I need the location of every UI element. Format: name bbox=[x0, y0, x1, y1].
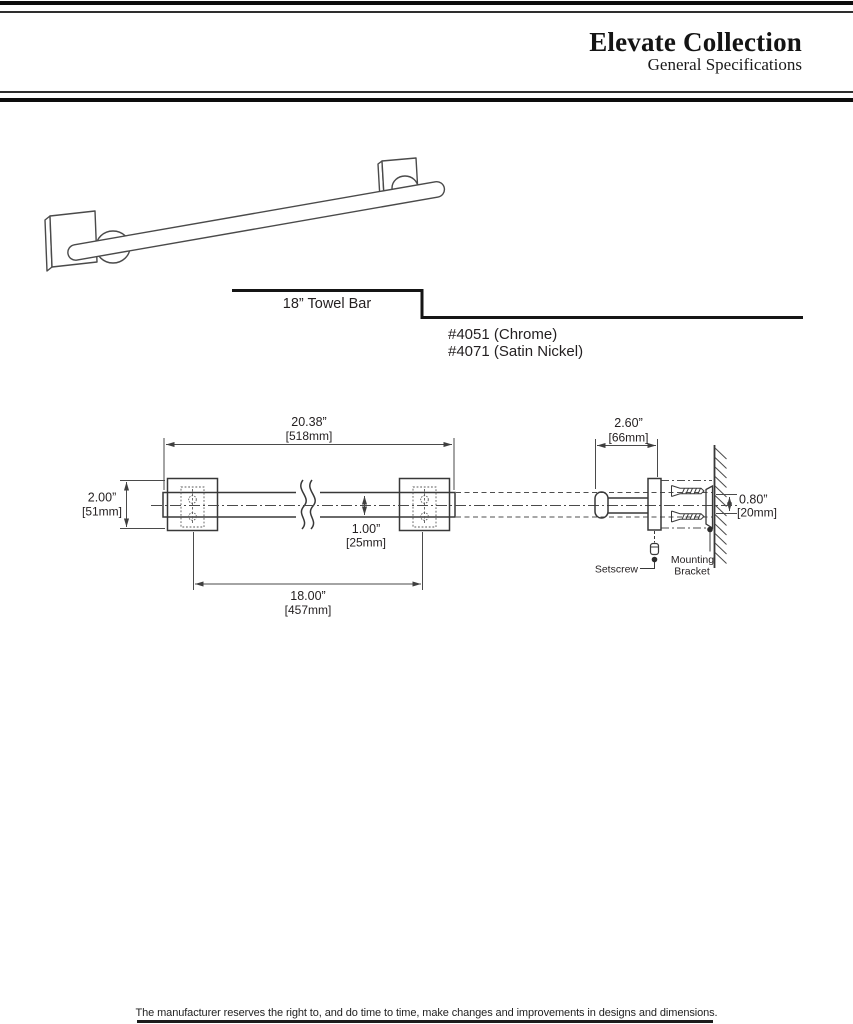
product-illustration bbox=[44, 157, 446, 272]
left-plate-front bbox=[166, 477, 219, 532]
dim-mount-centers-mm: [457mm] bbox=[285, 603, 332, 617]
hidden-bracket-detail bbox=[180, 486, 437, 528]
mounting-bracket-label-line2: Bracket bbox=[674, 566, 710, 578]
mounting-screw bbox=[671, 485, 705, 497]
model-number-chrome: #4051 (Chrome) bbox=[448, 326, 558, 343]
collection-title: Elevate Collection bbox=[589, 27, 802, 57]
dim-overall-length-in: 20.38” bbox=[291, 415, 326, 429]
dim-mount-centers-in: 18.00” bbox=[290, 589, 325, 603]
dim-projection-mm: [66mm] bbox=[608, 431, 648, 445]
product-name: 18” Towel Bar bbox=[282, 296, 372, 312]
mounting-bracket-callout bbox=[707, 526, 713, 552]
collection-subtitle: General Specifications bbox=[647, 55, 802, 74]
mounting-bracket-shape bbox=[705, 484, 714, 530]
mounting-bracket-label-line1: Mounting bbox=[671, 554, 714, 566]
section-divider bbox=[232, 289, 803, 319]
mounting-screw bbox=[671, 510, 705, 523]
phantom-lines bbox=[456, 480, 712, 529]
dim-bracket-height-mm: [20mm] bbox=[737, 506, 777, 520]
wall-hatching bbox=[714, 447, 727, 564]
header-rule-top-thin bbox=[0, 11, 853, 13]
header-rule-top-thick bbox=[0, 1, 853, 5]
model-number-satin-nickel: #4071 (Satin Nickel) bbox=[448, 343, 584, 360]
disclaimer-text: The manufacturer reserves the right to, … bbox=[135, 1007, 718, 1019]
dim-bar-diameter-in: 1.00” bbox=[352, 522, 381, 536]
header-rule-bottom-thin bbox=[0, 91, 853, 93]
flange-side bbox=[647, 477, 662, 531]
front-view bbox=[162, 477, 456, 532]
header-rule-bottom-thick bbox=[0, 98, 853, 102]
setscrew-label: Setscrew bbox=[595, 564, 639, 576]
setscrew-callout bbox=[640, 531, 660, 569]
bracket-leader-dot bbox=[707, 526, 713, 533]
side-view bbox=[594, 445, 716, 568]
dim-bar-diameter-mm: [25mm] bbox=[346, 536, 386, 550]
dim-projection-in: 2.60” bbox=[614, 416, 643, 430]
footer-rule bbox=[137, 1020, 713, 1023]
towel-bar-tube bbox=[67, 180, 446, 261]
dim-plate-height-mm: [51mm] bbox=[82, 505, 122, 519]
dim-plate-height-in: 2.00” bbox=[88, 491, 117, 505]
setscrew-leader-dot bbox=[651, 556, 658, 563]
right-plate-front bbox=[398, 477, 451, 532]
dimension-lines bbox=[120, 438, 737, 590]
bar-end-cap bbox=[594, 491, 609, 519]
dim-bracket-height-in: 0.80” bbox=[739, 493, 768, 507]
dim-overall-length-mm: [518mm] bbox=[286, 429, 333, 443]
